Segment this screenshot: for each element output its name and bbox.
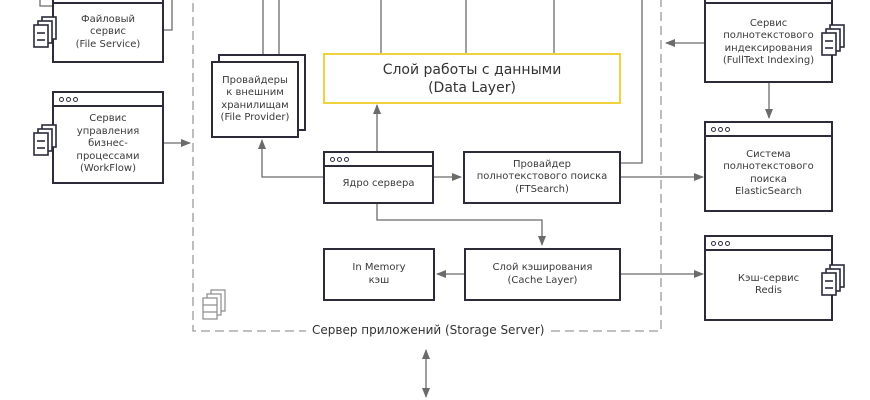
node-label: Слой работы с данными (Data Layer) — [382, 61, 562, 96]
window-bar — [54, 93, 162, 107]
container-caption: Сервер приложений (Storage Server) — [306, 323, 551, 337]
node-fulltext-indexing[interactable]: Сервис полнотекстового индексирования (F… — [704, 0, 833, 83]
node-label: Провайдер полнотекстового поиска (FTSear… — [476, 158, 608, 195]
window-bar — [706, 237, 831, 251]
node-label: Сервис управления бизнес- процессами (Wo… — [76, 113, 140, 175]
server-stack-icon — [821, 24, 845, 56]
container-stack-icon — [202, 289, 226, 320]
server-stack-icon — [821, 264, 845, 296]
window-bar — [325, 153, 432, 167]
node-server-core[interactable]: Ядро сервера — [323, 151, 434, 204]
node-elasticsearch[interactable]: Система полнотекстового поиска ElasticSe… — [704, 121, 833, 212]
node-label: Система полнотекстового поиска ElasticSe… — [723, 148, 814, 198]
node-label: In Memory кэш — [352, 262, 406, 286]
node-data-layer[interactable]: Слой работы с данными (Data Layer) — [323, 53, 621, 104]
window-bar — [54, 0, 162, 4]
node-redis[interactable]: Кэш-сервис Redis — [704, 235, 833, 321]
window-bar — [706, 123, 831, 137]
server-stack-icon — [33, 16, 57, 48]
node-file-service[interactable]: Файловый сервис (File Service) — [52, 0, 164, 63]
node-label: Кэш-сервис Redis — [737, 272, 800, 297]
node-cache-layer[interactable]: Слой кэширования (Cache Layer) — [464, 248, 621, 301]
node-label: Провайдеры к внешним хранилищам (File Pr… — [220, 74, 290, 124]
node-label: Слой кэширования (Cache Layer) — [492, 262, 593, 286]
node-label: Сервис полнотекстового индексирования (F… — [722, 17, 815, 67]
node-label: Файловый сервис (File Service) — [75, 13, 141, 50]
node-file-provider[interactable]: Провайдеры к внешним хранилищам (File Pr… — [211, 61, 299, 138]
node-workflow[interactable]: Сервис управления бизнес- процессами (Wo… — [52, 91, 164, 184]
node-in-memory-cache[interactable]: In Memory кэш — [323, 248, 435, 301]
server-stack-icon — [33, 124, 57, 156]
node-ftsearch[interactable]: Провайдер полнотекстового поиска (FTSear… — [463, 151, 621, 204]
node-label: Ядро сервера — [342, 178, 415, 190]
window-bar — [706, 0, 831, 4]
